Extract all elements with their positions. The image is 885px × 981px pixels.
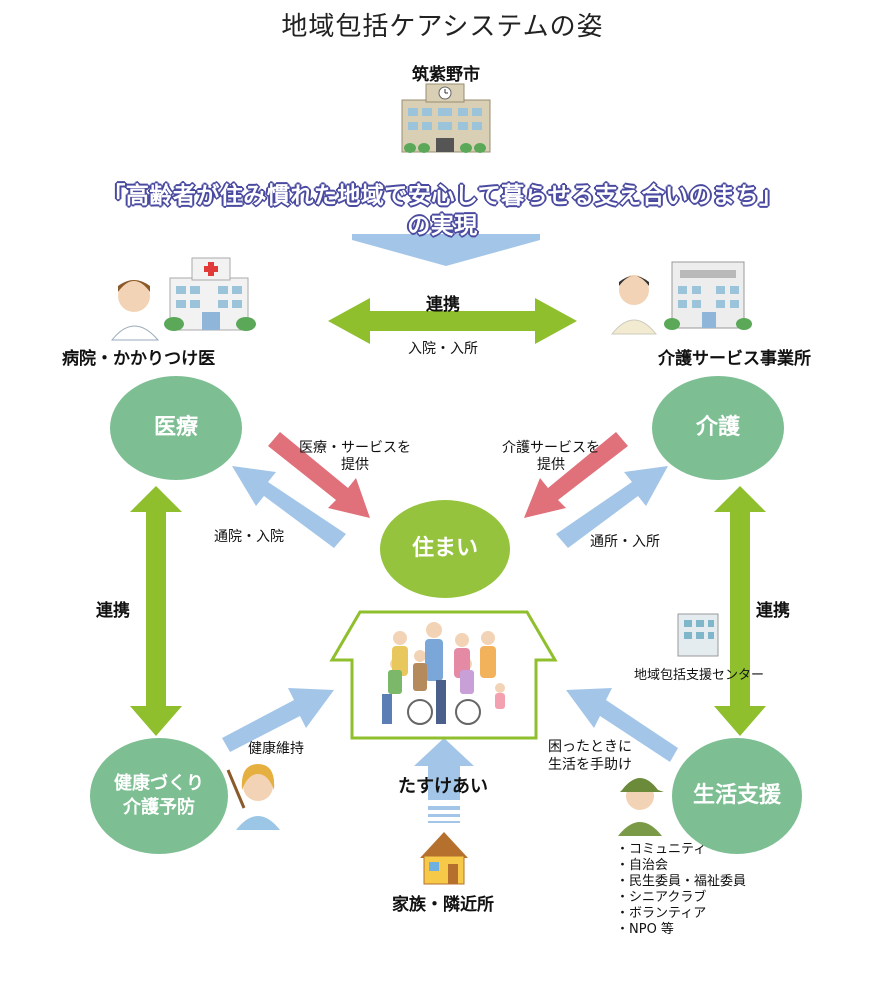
list-item: ・民生委員・福祉委員: [616, 874, 747, 889]
top-link-sub: 入院・入所: [408, 341, 478, 357]
right-link-arrow: [714, 486, 766, 736]
medical-circle: 医療: [110, 376, 242, 480]
mutual-label: たすけあい: [398, 776, 488, 797]
slogan-line2: の実現: [407, 213, 478, 239]
medical-provide-label: 医療・サービスを提供: [299, 440, 411, 473]
help-arrow: [566, 688, 678, 762]
life-support-circle: 生活支援: [672, 738, 802, 854]
city-hall-icon: [401, 83, 491, 153]
hospital-icon: [164, 257, 256, 331]
care-office-label: 介護サービス事業所: [658, 349, 811, 369]
left-link-label: 連携: [96, 601, 130, 621]
volunteer-icon: [618, 778, 664, 836]
left-link-arrow: [130, 486, 182, 736]
list-item: ・コミュニティ: [616, 842, 707, 857]
health-keep-label: 健康維持: [248, 741, 304, 757]
daycare-arrow: [556, 466, 668, 548]
hospital-label: 病院・かかりつけ医: [62, 349, 216, 369]
life-support-list: ・コミュニティ ・自治会 ・民生委員・福祉委員 ・シニアクラブ ・ボランティア …: [616, 842, 746, 938]
top-link-arrow: [328, 298, 577, 344]
list-item: ・ボランティア: [616, 906, 707, 921]
help-label: 困ったときに生活を手助け: [548, 739, 632, 773]
list-item: ・シニアクラブ: [616, 890, 707, 905]
family-group-icon: [382, 622, 505, 725]
right-link-label: 連携: [756, 601, 790, 621]
care-provide-arrow: [524, 432, 628, 518]
list-item: ・NPO 等: [616, 922, 674, 937]
outpatient-label: 通院・入院: [214, 529, 284, 545]
city-label: 筑紫野市: [412, 65, 480, 85]
family-house-icon: [420, 832, 468, 885]
list-item: ・自治会: [616, 858, 669, 873]
daycare-label: 通所・入所: [590, 534, 660, 550]
care-worker-icon: [610, 275, 658, 335]
housing-circle: 住まい: [380, 500, 510, 598]
care-circle: 介護: [652, 376, 784, 480]
care-center-icon: [664, 261, 752, 330]
mutual-arrow: [414, 738, 474, 800]
top-link-label: 連携: [426, 295, 460, 315]
slogan-line1: 「高齢者が住み慣れた地域で安心して暮らせる支え合いのまち」: [102, 183, 783, 209]
support-center-label: 地域包括支援センター: [634, 668, 765, 683]
care-provide-label: 介護サービスを提供: [502, 440, 600, 473]
page-title: 地域包括ケアシステムの姿: [281, 12, 604, 42]
health-keep-arrow: [222, 688, 334, 752]
doctor-icon: [110, 280, 160, 341]
health-circle: 健康づくり介護予防: [90, 738, 228, 854]
support-center-icon: [677, 613, 719, 657]
family-label: 家族・隣近所: [392, 895, 494, 915]
instructor-icon: [226, 764, 280, 830]
vision-arrow: [352, 234, 540, 266]
medical-provide-arrow: [268, 432, 370, 518]
outpatient-arrow: [232, 466, 346, 548]
